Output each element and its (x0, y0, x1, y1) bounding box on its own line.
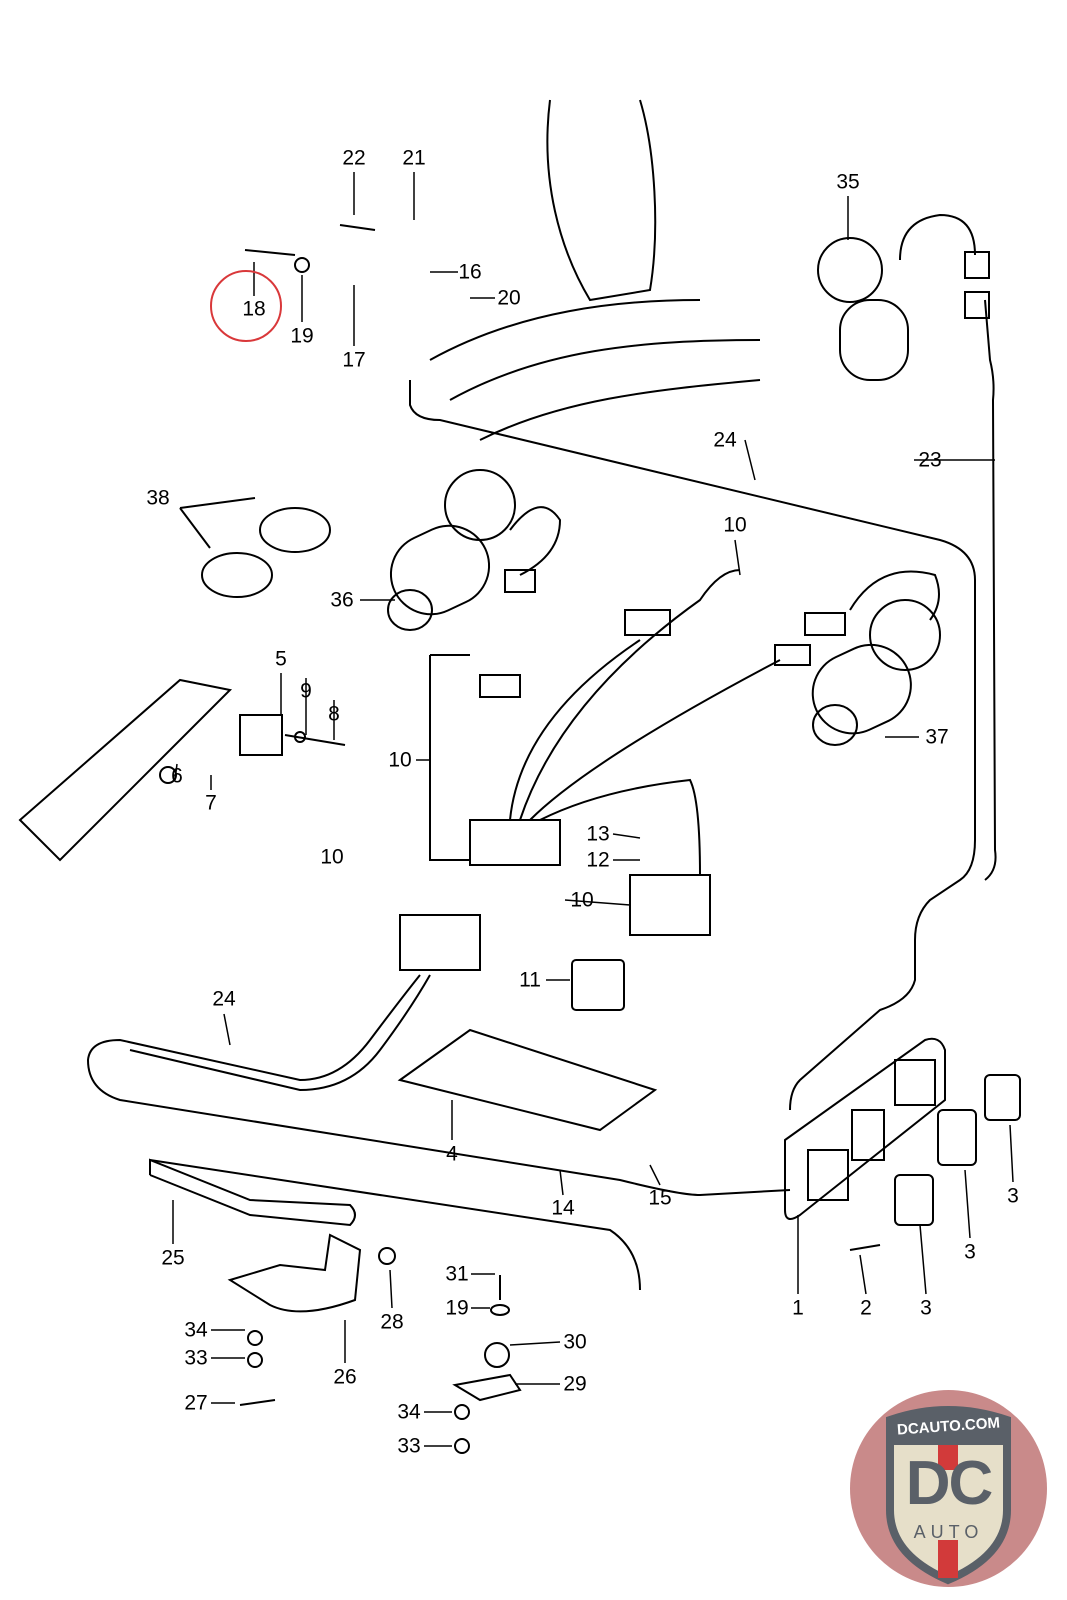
callout-16: 16 (458, 260, 482, 284)
logo-main-text: DC (905, 1449, 994, 1518)
seat-cushion (429, 299, 761, 441)
callout-27: 27 (184, 1391, 208, 1415)
callout-36: 36 (330, 588, 354, 612)
fasteners (239, 224, 881, 1454)
callout-20: 20 (497, 286, 521, 310)
callout-13: 13 (586, 822, 610, 846)
callout-35: 35 (836, 170, 860, 194)
callout-21: 21 (402, 146, 426, 170)
harness-10 (429, 569, 811, 936)
callout-24a: 24 (713, 428, 737, 452)
switch-3a (984, 1074, 1021, 1121)
callout-25: 25 (161, 1246, 185, 1270)
switch-3b (937, 1109, 977, 1166)
callout-7: 7 (205, 791, 217, 815)
shield-icon (886, 1406, 1011, 1585)
callout-11: 11 (519, 968, 541, 992)
harness-23 (984, 299, 997, 881)
callout-19a: 19 (290, 324, 314, 348)
connector-plug (399, 914, 481, 971)
clamps-38 (179, 497, 331, 598)
seat-outline (546, 99, 657, 302)
callout-4: 4 (446, 1142, 458, 1166)
callout-12: 12 (586, 848, 610, 872)
callout-26: 26 (333, 1365, 357, 1389)
callout-38: 38 (146, 486, 170, 510)
callout-14: 14 (551, 1196, 575, 1220)
callout-3c: 3 (920, 1296, 932, 1320)
callout-37: 37 (925, 725, 949, 749)
callout-3b: 3 (964, 1240, 976, 1264)
callout-33a: 33 (184, 1346, 208, 1370)
callout-19b: 19 (445, 1296, 469, 1320)
harness-24-upper (409, 380, 976, 1111)
cable-25 (149, 1158, 356, 1227)
callout-9: 9 (300, 679, 312, 703)
motor-35-lead (899, 213, 976, 261)
switch-3c (894, 1174, 934, 1226)
callout-22: 22 (342, 146, 366, 170)
callout-23: 23 (918, 448, 942, 472)
callout-10b: 10 (388, 748, 412, 772)
callout-5: 5 (275, 647, 287, 671)
callout-3a: 3 (1007, 1184, 1019, 1208)
callout-1: 1 (792, 1296, 804, 1320)
leader-lines (172, 172, 1014, 1447)
motor-35 (817, 237, 990, 381)
dcauto-logo: DCAUTO.COM DC AUTO (850, 1390, 1047, 1587)
bracket-plate-4 (397, 1028, 658, 1132)
callout-30: 30 (563, 1330, 587, 1354)
switch-panel-1 (784, 1037, 946, 1220)
callout-2: 2 (860, 1296, 872, 1320)
nut-28 (378, 1247, 396, 1265)
callout-6: 6 (171, 764, 183, 788)
seat-rail (18, 678, 346, 862)
harness-24-lower-b (129, 974, 641, 1291)
bracket-26 (227, 1233, 362, 1313)
motor-36 (387, 469, 562, 631)
callout-29: 29 (563, 1372, 587, 1396)
clip-30 (484, 1342, 510, 1368)
callout-28: 28 (380, 1310, 404, 1334)
callout-34a: 34 (184, 1318, 208, 1342)
logo-sub-text: AUTO (913, 1522, 984, 1542)
highlight-circle (210, 270, 282, 342)
callout-31: 31 (445, 1262, 469, 1286)
harness-24-lower (86, 974, 791, 1197)
callout-15: 15 (648, 1186, 672, 1210)
callout-8: 8 (328, 702, 340, 726)
motor-37 (804, 570, 941, 746)
bracket-29 (452, 1373, 522, 1402)
callout-18: 18 (242, 297, 266, 321)
callout-10a: 10 (723, 513, 747, 537)
callout-10c: 10 (320, 845, 344, 869)
callout-17: 17 (342, 348, 366, 372)
callout-33b: 33 (397, 1434, 421, 1458)
callout-10d: 10 (570, 888, 594, 912)
callout-34b: 34 (397, 1400, 421, 1424)
callout-24b: 24 (212, 987, 236, 1011)
relay-11 (571, 959, 625, 1011)
